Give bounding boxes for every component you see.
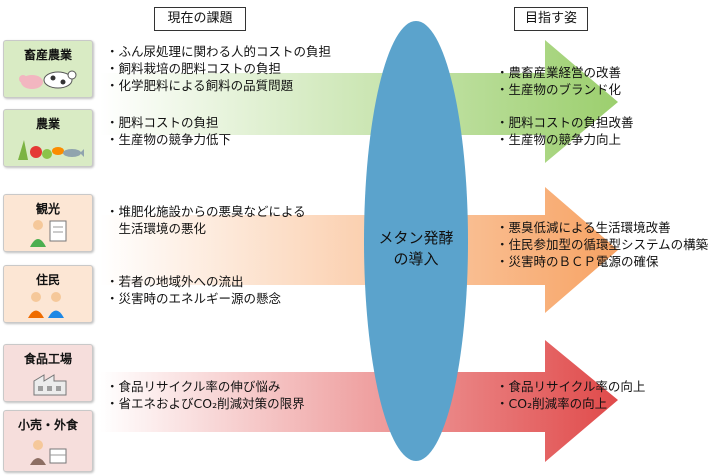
issue-item: ・生産物の競争力低下 xyxy=(106,132,232,147)
red-arrow xyxy=(100,340,618,462)
center-label-line2: の導入 xyxy=(393,250,439,268)
goal-item: ・生産物の競争力向上 xyxy=(496,132,622,147)
issue-item: ・肥料コストの負担 xyxy=(106,115,219,130)
issue-item: 生活環境の悪化 xyxy=(106,221,207,236)
group-title: 住民 xyxy=(35,273,60,287)
group-title: 小売・外食 xyxy=(17,418,78,432)
issues-livestock: ・ふん尿処理に関わる人的コストの負担 ・飼料栽培の肥料コストの負担 ・化学肥料に… xyxy=(106,43,331,94)
issue-item: ・ふん尿処理に関わる人的コストの負担 xyxy=(106,44,332,59)
issue-item: ・堆肥化施設からの悪臭などによる xyxy=(106,204,306,219)
goal-item: ・食品リサイクル率の向上 xyxy=(496,379,646,394)
center-ellipse xyxy=(364,21,468,461)
issue-item: ・若者の地域外への流出 xyxy=(106,274,244,289)
group-label-retail: 小売・外食 xyxy=(3,410,93,472)
center-label-line1: メタン発酵 xyxy=(378,229,454,247)
issues-agriculture: ・肥料コストの負担 ・生産物の競争力低下 xyxy=(106,114,231,148)
group-label-tourism: 観光 xyxy=(3,194,93,252)
goal-item: ・災害時のＢＣＰ電源の確保 xyxy=(496,254,659,269)
group-title: 畜産農業 xyxy=(23,48,72,62)
group-label-residents: 住民 xyxy=(3,265,93,323)
issue-item: ・食品リサイクル率の伸び悩み xyxy=(106,379,281,394)
goal-item: ・CO₂削減率の向上 xyxy=(496,396,608,411)
retail-icon xyxy=(30,440,67,465)
residents-icon xyxy=(28,292,64,318)
goal-item: ・肥料コストの負担改善 xyxy=(496,115,634,130)
issues-food: ・食品リサイクル率の伸び悩み ・省エネおよびCO₂削減対策の限界 xyxy=(106,378,305,412)
goals-livestock: ・農畜産業経営の改善 ・生産物のブランド化 xyxy=(496,64,621,98)
center-label: メタン発酵 の導入 xyxy=(362,228,470,270)
goals-agriculture: ・肥料コストの負担改善 ・生産物の競争力向上 xyxy=(496,114,634,148)
orange-arrow xyxy=(100,187,618,313)
tourists-icon xyxy=(30,220,67,247)
goal-item: ・悪臭低減による生活環境改善 xyxy=(496,220,671,235)
issue-item: ・飼料栽培の肥料コストの負担 xyxy=(106,61,282,76)
issue-item: ・災害時のエネルギー源の懸念 xyxy=(106,291,282,306)
group-title: 農業 xyxy=(35,117,60,131)
issue-item: ・省エネおよびCO₂削減対策の限界 xyxy=(106,396,305,411)
issues-tourism: ・堆肥化施設からの悪臭などによる 生活環境の悪化 xyxy=(106,203,306,237)
goal-item: ・生産物のブランド化 xyxy=(496,82,622,97)
issue-item: ・化学肥料による飼料の品質問題 xyxy=(106,78,294,93)
group-label-livestock: 畜産農業 xyxy=(3,40,93,98)
group-label-agriculture: 農業 xyxy=(3,109,93,167)
group-title: 食品工場 xyxy=(23,352,72,366)
green-arrow xyxy=(100,40,618,163)
livestock-icon xyxy=(19,70,77,89)
goal-item: ・住民参加型の循環型システムの構築 xyxy=(496,237,709,252)
goals-tourism-residents: ・悪臭低減による生活環境改善 ・住民参加型の循環型システムの構築 ・災害時のＢＣ… xyxy=(496,219,708,270)
group-label-food-factory: 食品工場 xyxy=(3,344,93,402)
goal-header: 目指す姿 xyxy=(514,7,588,31)
goals-food-retail: ・食品リサイクル率の向上 ・CO₂削減率の向上 xyxy=(496,378,645,412)
factory-icon xyxy=(33,374,67,396)
current-issues-header: 現在の課題 xyxy=(154,7,246,31)
group-title: 観光 xyxy=(35,202,60,216)
issues-residents: ・若者の地域外への流出 ・災害時のエネルギー源の懸念 xyxy=(106,273,281,307)
vegetables-icon xyxy=(18,140,84,160)
goal-item: ・農畜産業経営の改善 xyxy=(496,65,622,80)
